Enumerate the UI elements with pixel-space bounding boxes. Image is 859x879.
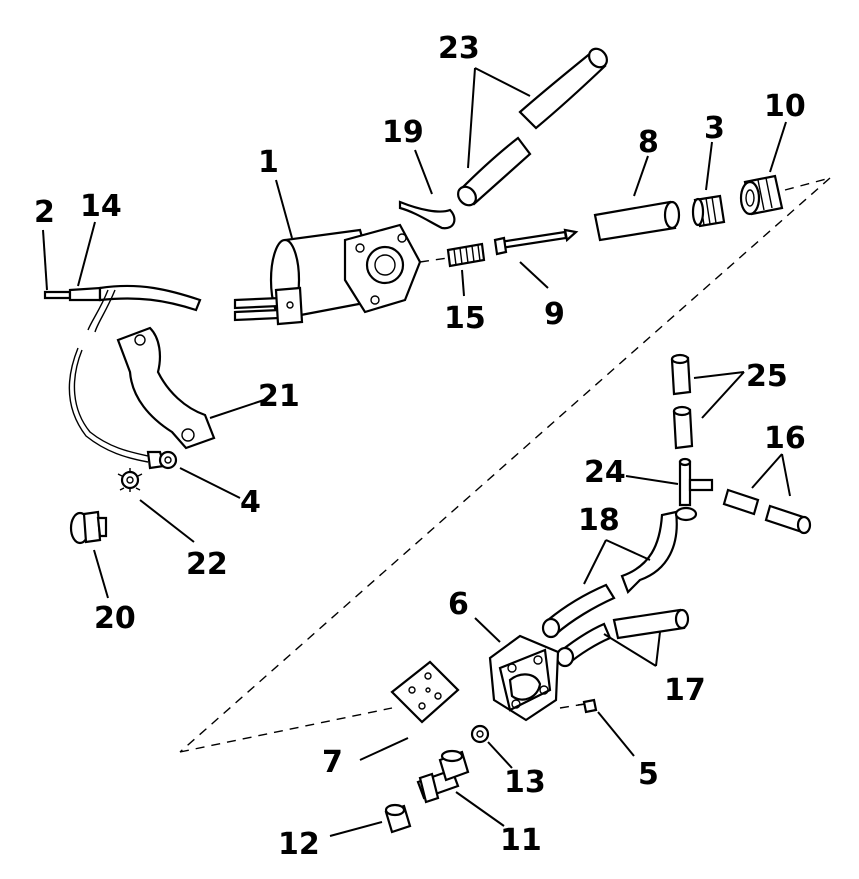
cylinder-part <box>593 200 681 242</box>
assembly-guide-nut <box>784 177 831 191</box>
fuel-pump-part <box>488 634 560 722</box>
bracket-part <box>116 326 216 450</box>
spring-large-part <box>691 194 726 228</box>
fitting-part <box>416 749 470 804</box>
cap-part <box>384 803 412 834</box>
screw-part <box>69 510 108 545</box>
nut-part <box>739 174 784 216</box>
callout-14: 14 <box>80 189 122 224</box>
ground-wire-part <box>68 347 178 470</box>
callout-3: 3 <box>704 111 725 146</box>
callout-20: 20 <box>94 601 136 636</box>
tube-part-25 <box>670 353 694 450</box>
assembly-guide-lower <box>179 707 393 753</box>
plunger-part <box>493 228 579 256</box>
callout-17: 17 <box>664 673 706 708</box>
callout-16: 16 <box>764 421 806 456</box>
callout-4: 4 <box>240 485 261 520</box>
hose-upper-part <box>457 47 608 207</box>
callout-1: 1 <box>258 145 279 180</box>
callout-18: 18 <box>578 503 620 538</box>
callout-9: 9 <box>544 297 565 332</box>
callout-6: 6 <box>448 587 469 622</box>
lock-washer-part <box>117 468 143 492</box>
callout-15: 15 <box>444 301 486 336</box>
callout-25: 25 <box>746 359 788 394</box>
spring-small-part <box>446 242 486 268</box>
callout-21: 21 <box>258 379 300 414</box>
callout-23: 23 <box>438 31 480 66</box>
callout-8: 8 <box>638 125 659 160</box>
leader-lines <box>42 67 791 837</box>
callout-12: 12 <box>278 827 320 862</box>
callout-2: 2 <box>34 195 55 230</box>
callout-10: 10 <box>764 89 806 124</box>
hose-part-17 <box>555 608 690 668</box>
callout-19: 19 <box>382 115 424 150</box>
callout-24: 24 <box>584 455 626 490</box>
hose-part-18 <box>541 506 698 639</box>
assembly-guide-pump <box>419 257 449 263</box>
assembly-guide-upper <box>179 177 831 753</box>
callout-22: 22 <box>186 547 228 582</box>
wire-lead-part <box>43 284 202 333</box>
clip-part <box>398 200 456 230</box>
callout-5: 5 <box>638 757 659 792</box>
short-hose-part <box>722 488 812 535</box>
plate-part <box>390 660 460 724</box>
callout-7: 7 <box>322 745 343 780</box>
callout-11: 11 <box>500 823 542 858</box>
washer-part <box>470 724 490 744</box>
small-screw-part <box>577 698 598 714</box>
tee-fitting-part <box>678 457 714 507</box>
callout-13: 13 <box>504 765 546 800</box>
motor-part <box>233 223 422 326</box>
